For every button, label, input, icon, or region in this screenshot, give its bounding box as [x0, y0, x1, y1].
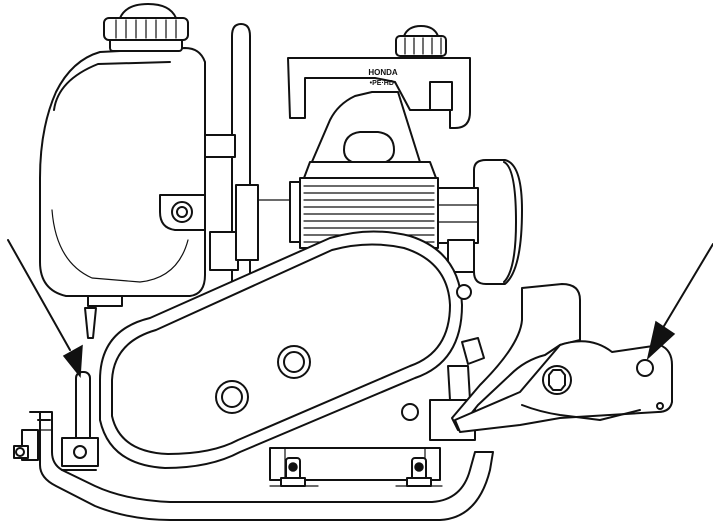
base-plate: [29, 411, 494, 521]
engine-label: HONDA •PE·HD•: [368, 68, 398, 87]
air-cleaner: [437, 159, 523, 285]
belt-guard-bolt-lower: [215, 380, 249, 414]
engine-model-label: •PE·HD•: [370, 80, 397, 87]
choke-lever: [84, 295, 123, 339]
left-fastener: [13, 419, 51, 461]
belt-guard-bolt-upper: [277, 345, 311, 379]
handle-lock-bracket: [451, 283, 673, 433]
callout-arrow-left: [7, 239, 83, 378]
fuel-tank: [39, 47, 206, 297]
carrying-handle: [287, 57, 471, 129]
engine-cylinder: [299, 161, 439, 249]
belt-guard: [99, 230, 463, 469]
fuel-cap: [103, 3, 189, 52]
callout-arrow-right: [646, 243, 713, 361]
oil-cap: [395, 25, 447, 57]
lifting-lug: [61, 371, 99, 467]
engine-brand-label: HONDA: [368, 68, 398, 77]
rubber-mount-right: [395, 457, 443, 487]
rubber-mount-left: [269, 457, 319, 487]
